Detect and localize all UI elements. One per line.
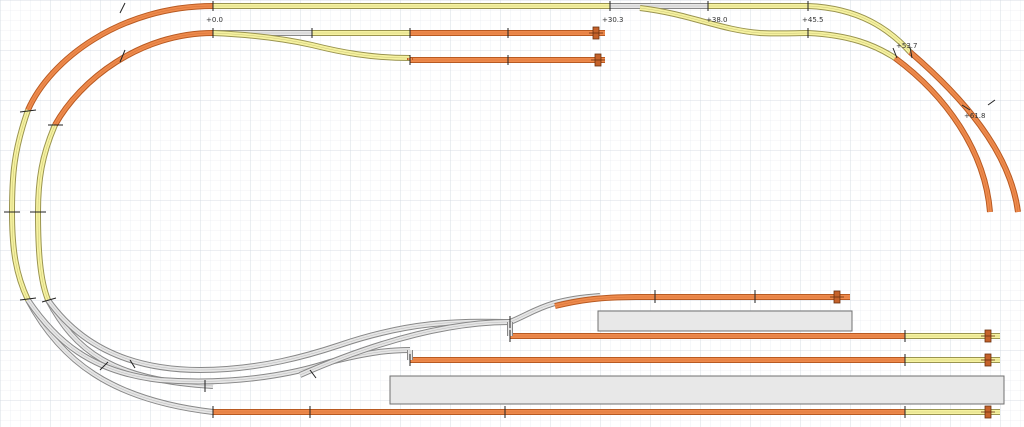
upper-right-curve-start[interactable] [807, 3, 913, 55]
top-siding-diverge[interactable] [212, 30, 411, 61]
track-joint-22 [987, 99, 996, 106]
buffer-stop-icon[interactable] [981, 329, 995, 343]
buffer-stop-icon[interactable] [589, 26, 603, 40]
track-joint-18 [41, 297, 57, 303]
yard-ladder-1[interactable] [298, 293, 601, 378]
track-joint-36 [309, 369, 317, 379]
upper-right-crossover[interactable] [639, 5, 809, 37]
buffer-stop-icon[interactable] [981, 353, 995, 367]
inner-left-curve-mid[interactable] [35, 123, 58, 213]
track-joint-21 [961, 104, 971, 111]
track-joint-11 [119, 2, 126, 14]
outer-left-curve-lower[interactable] [9, 211, 31, 302]
buffer-stops [589, 26, 995, 419]
yard-track-1-orange[interactable] [554, 294, 850, 309]
track-joint-13 [19, 109, 37, 113]
buffer-stop-icon[interactable] [830, 290, 844, 304]
track-joint-20 [909, 46, 913, 59]
height-markers: +0.0 +30.3 +38.0 +45.5 +53.7 +61.8 [206, 16, 985, 120]
track-joint-34 [99, 361, 109, 371]
height-marker-label: +53.7 [896, 42, 917, 50]
inner-left-curve-lower[interactable] [35, 211, 51, 302]
track-joint-33 [129, 359, 136, 369]
buffer-stop-icon[interactable] [591, 53, 605, 67]
height-marker-label: +30.3 [602, 16, 623, 24]
buffer-stop-icon[interactable] [981, 405, 995, 419]
height-marker-label: +61.8 [964, 112, 985, 120]
upper-right-curve-main[interactable] [908, 49, 1021, 213]
height-marker-label: +38.0 [706, 16, 727, 24]
lower-yard-platform[interactable] [389, 375, 1005, 405]
upper-yard-platform[interactable] [597, 310, 853, 332]
inner-left-curve-upper[interactable] [52, 30, 214, 127]
outer-left-curve-upper[interactable] [25, 3, 214, 112]
yard-ladder-2[interactable] [45, 298, 511, 374]
track-joint-12 [119, 49, 126, 63]
lower-right-curve-start[interactable] [807, 30, 897, 61]
track-network [4, 1, 1021, 418]
track-joint-17 [19, 297, 37, 301]
height-marker-label: +45.5 [802, 16, 823, 24]
track-joint-19 [892, 47, 898, 59]
outer-left-curve-mid[interactable] [9, 109, 31, 213]
height-marker-label: +0.0 [206, 16, 223, 24]
lower-right-curve-main[interactable] [893, 55, 993, 213]
yard-ladder-3[interactable] [25, 298, 411, 385]
